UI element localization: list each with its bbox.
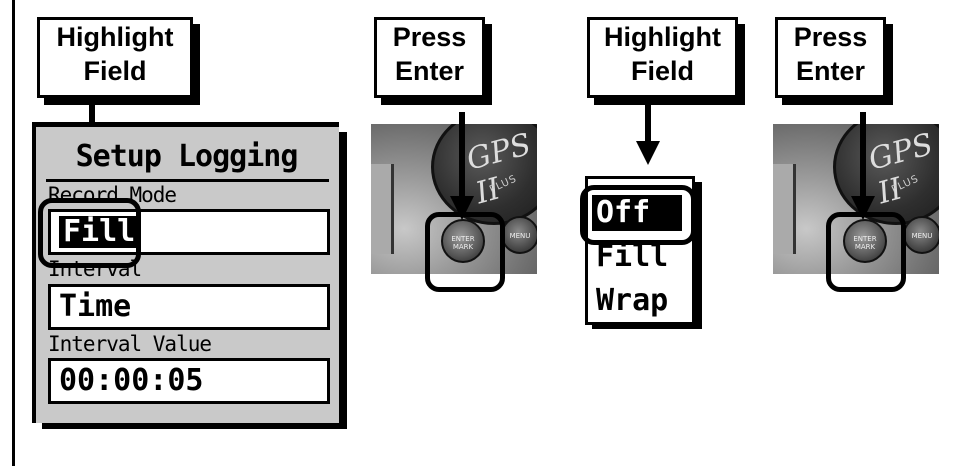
- title-divider: [46, 179, 329, 182]
- screen-shadow-bottom: [42, 421, 347, 429]
- record-mode-label: Record Mode: [48, 183, 177, 207]
- menu-button[interactable]: MENU: [903, 216, 939, 254]
- down-arrow-icon: [450, 112, 474, 220]
- device-edge: [773, 164, 796, 254]
- callout-line-1: Highlight: [56, 22, 174, 52]
- device-dial: [833, 124, 939, 225]
- gps-unit-photo-2: GPS II PLUS ENTER MARK MENU: [773, 124, 939, 274]
- enter-highlight-ring: [826, 212, 906, 292]
- device-edge: [371, 164, 394, 254]
- menu-button-label: MENU: [911, 232, 933, 240]
- page-left-rule: [12, 0, 15, 466]
- record-mode-dropdown: Off Fill Wrap: [585, 176, 695, 325]
- press-enter-callout-2: Press Enter: [775, 17, 886, 98]
- interval-label: Interval: [48, 257, 142, 281]
- gps-unit-photo-1: GPS II PLUS ENTER MARK MENU: [371, 124, 537, 274]
- record-mode-field[interactable]: Fill: [48, 209, 330, 255]
- interval-value: Time: [59, 289, 132, 324]
- enter-button-label: ENTER MARK: [853, 235, 877, 251]
- interval-value-field[interactable]: 00:00:05: [48, 358, 330, 404]
- option-highlight-ring: [580, 185, 696, 245]
- callout-line-2: Field: [83, 56, 147, 86]
- menu-button[interactable]: MENU: [501, 216, 537, 254]
- interval-value-value: 00:00:05: [59, 363, 204, 398]
- down-arrow-icon: [851, 112, 875, 220]
- screen-shadow: [338, 132, 347, 428]
- callout-line-2: Field: [630, 56, 694, 86]
- enter-button[interactable]: ENTER MARK: [843, 219, 887, 263]
- press-enter-callout-1: Press Enter: [374, 17, 485, 98]
- highlight-field-callout-1: Highlight Field: [37, 17, 193, 98]
- menu-button-label: MENU: [509, 232, 531, 240]
- highlight-field-callout-2: Highlight Field: [587, 17, 738, 98]
- highlight-ring: [38, 198, 141, 268]
- screen-title: Setup Logging: [75, 139, 299, 174]
- enter-button-label: ENTER MARK: [451, 235, 475, 251]
- setup-logging-screen: Setup Logging Record Mode Fill Interval …: [32, 122, 339, 423]
- callout-line-1: Press: [793, 22, 868, 52]
- callout-line-2: Enter: [795, 56, 866, 86]
- device-dial: [431, 124, 537, 225]
- dropdown-option-wrap[interactable]: Wrap: [596, 283, 669, 318]
- interval-field[interactable]: Time: [48, 284, 330, 330]
- callout-line-1: Press: [392, 22, 467, 52]
- down-arrow-icon: [636, 95, 660, 165]
- enter-button[interactable]: ENTER MARK: [441, 219, 485, 263]
- interval-value-label: Interval Value: [48, 332, 212, 356]
- callout-line-2: Enter: [394, 56, 465, 86]
- dropdown-option-off[interactable]: Off: [592, 195, 682, 231]
- record-mode-value: Fill: [59, 216, 140, 248]
- enter-highlight-ring: [425, 212, 505, 292]
- callout-line-1: Highlight: [604, 22, 721, 52]
